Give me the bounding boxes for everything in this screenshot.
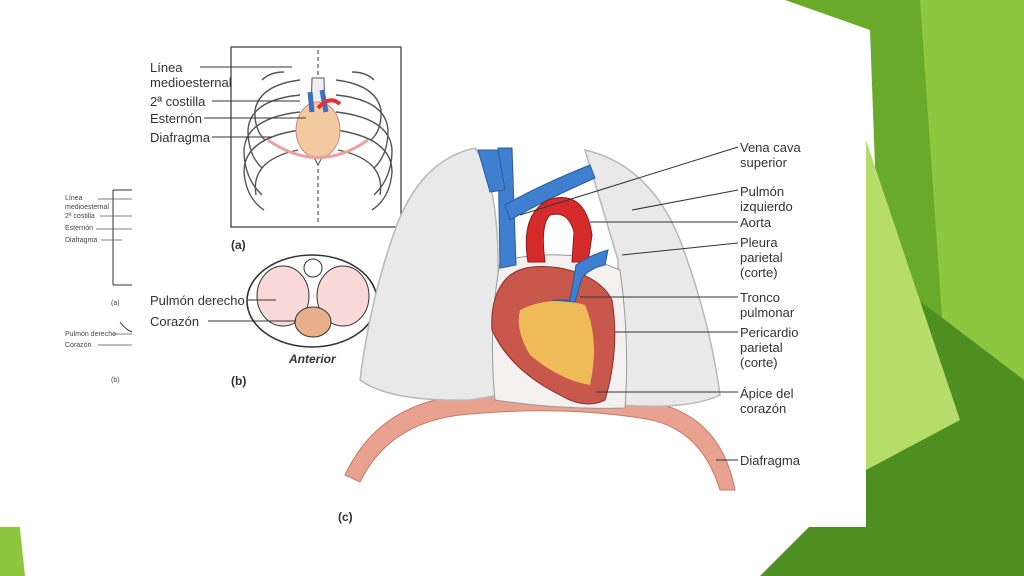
thumb-label-costilla: 2ª costilla: [65, 213, 95, 220]
label-2a-costilla: 2ª costilla: [150, 94, 206, 109]
panel-a-leaders: [200, 66, 306, 138]
diaphragm-line: [267, 138, 369, 159]
thumb-label-medioesternal: medioesternal: [65, 204, 109, 211]
thumb-tag-b: (b): [111, 377, 120, 384]
label-pleura-parietal: Pleura parietal (corte): [740, 235, 783, 280]
panel-a-tag: (a): [231, 238, 246, 252]
thumb-label-linea: Línea: [65, 195, 83, 202]
label-apice-corazon: Ápice del corazón: [740, 386, 794, 416]
coronary-fat: [518, 301, 594, 385]
panel-c-tag: (c): [338, 510, 353, 524]
label-tronco-pulmonar: Tronco pulmonar: [740, 290, 795, 320]
thumb-label-esternon: Esternón: [65, 225, 94, 232]
brachiocephalic-vein: [477, 149, 506, 193]
label-aorta: Aorta: [740, 215, 772, 230]
label-anterior: Anterior: [289, 352, 336, 366]
right-lung: [359, 147, 501, 401]
thumb-label-pulmon: Pulmón derecho: [65, 331, 116, 338]
green-facet-4: [866, 140, 960, 470]
label-pulmon-derecho: Pulmón derecho: [150, 293, 245, 308]
label-esternon: Esternón: [150, 111, 203, 126]
left-lung-section: [316, 265, 370, 327]
right-lung-section: [256, 265, 310, 327]
thumb-tag-a: (a): [111, 300, 120, 307]
panel-b-leaders: [208, 299, 296, 322]
panel-b-tag: (b): [231, 374, 247, 388]
label-vena-cava-superior: Vena cava superior: [740, 140, 801, 170]
label-diafragma-a: Diafragma: [150, 130, 210, 145]
aorta-small: [316, 98, 342, 110]
label-linea-medioesternal: Línea medioesternal: [150, 60, 232, 90]
label-diafragma-c: Diafragma: [740, 453, 800, 468]
panel-c-leaders: [519, 146, 739, 461]
label-corazon: Corazón: [150, 314, 200, 329]
diaphragm-band: [344, 391, 736, 491]
heart-section: [294, 306, 332, 338]
label-pericardio-parietal: Pericardio parietal (corte): [740, 325, 799, 370]
thumb-label-diafragma: Diafragma: [65, 237, 98, 244]
spine-section: [303, 258, 323, 278]
thumb-label-corazon: Corazón: [65, 342, 92, 349]
left-brachiocephalic-vein: [504, 164, 596, 221]
label-pulmon-izquierdo: Pulmón izquierdo: [740, 184, 793, 214]
pulmonary-trunk: [551, 249, 609, 303]
aorta: [525, 197, 593, 263]
left-lung: [583, 148, 721, 407]
